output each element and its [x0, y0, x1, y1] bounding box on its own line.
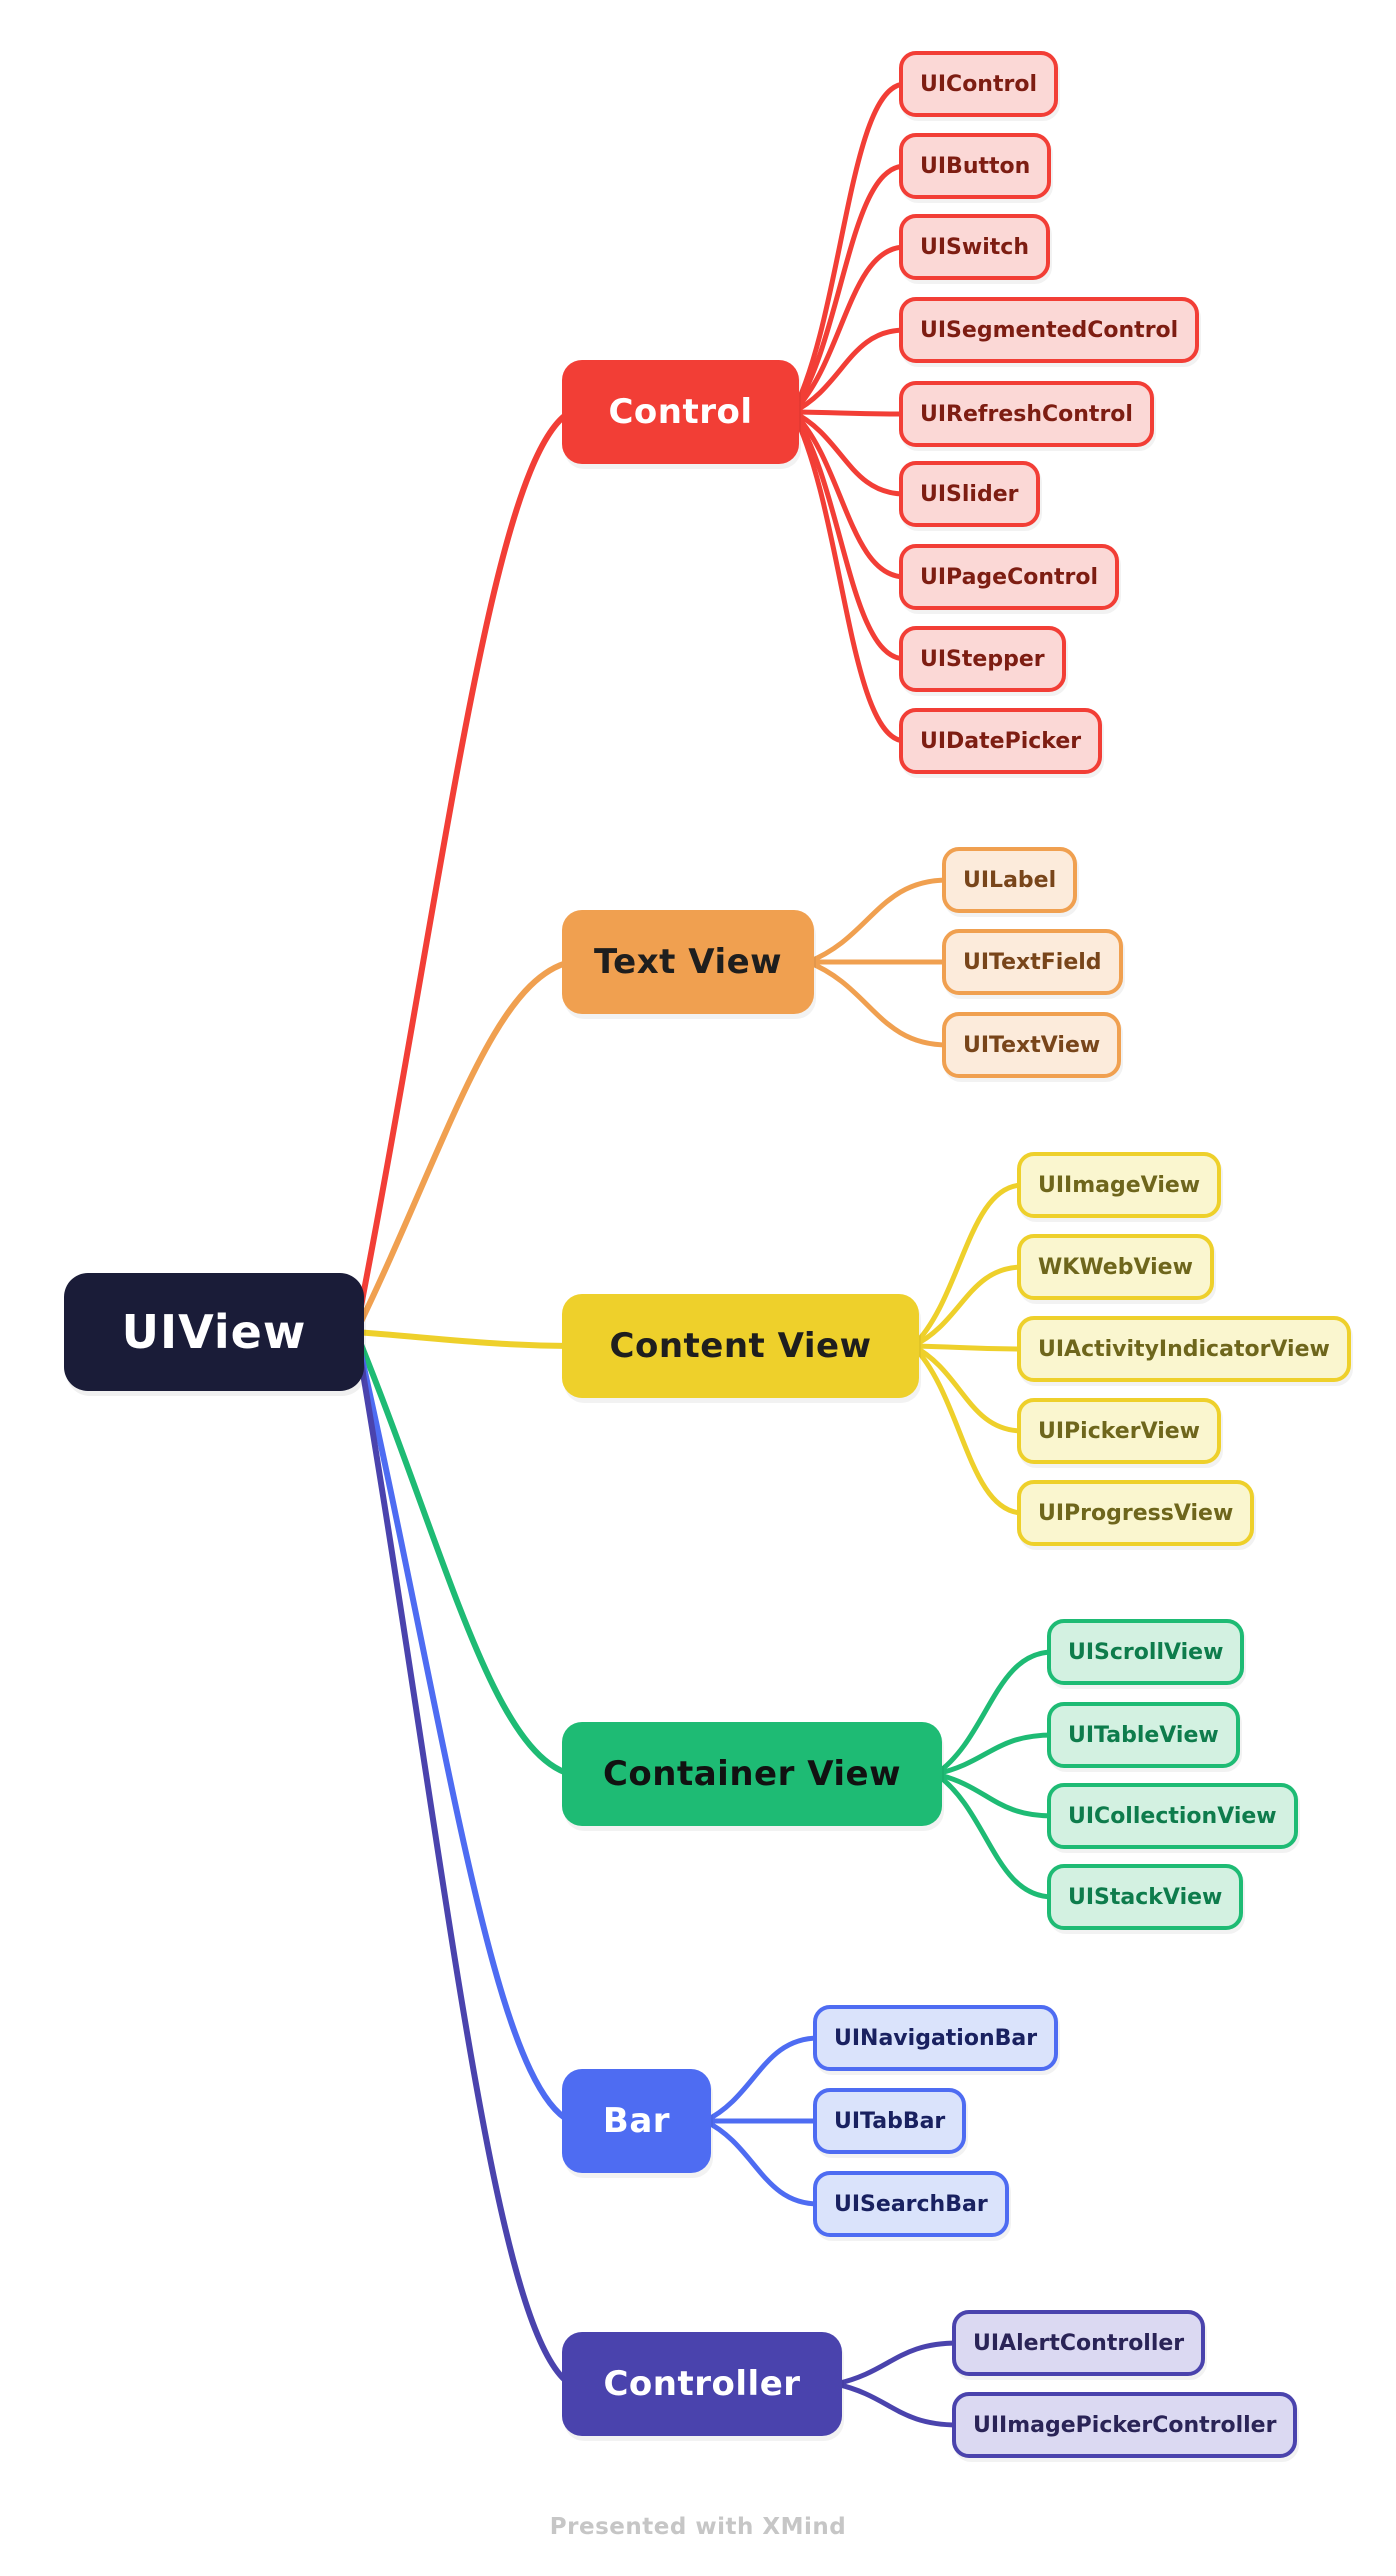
connector-controller-uiimagepickercontroller	[833, 2381, 961, 2428]
connector-content-view-uiimageview	[910, 1182, 1026, 1349]
connector-container-view-uitableview	[933, 1732, 1056, 1777]
subtopic-uisearchbar[interactable]: UISearchBar	[813, 2171, 1009, 2237]
topic-control[interactable]: Control	[562, 360, 799, 464]
root-topic-uiview[interactable]: UIView	[64, 1273, 364, 1391]
subtopic-uicollectionview[interactable]: UICollectionView	[1047, 1783, 1298, 1849]
connector-control-uirefreshcontrol	[790, 409, 908, 417]
connector-control-uipagecontrol	[790, 409, 908, 580]
subtopic-uiimageview[interactable]: UIImageView	[1017, 1152, 1222, 1218]
subtopic-uiactivityindicatorview[interactable]: UIActivityIndicatorView	[1017, 1316, 1351, 1382]
subtopic-uislider[interactable]: UISlider	[899, 461, 1040, 527]
connector-bar-uisearchbar	[702, 2118, 822, 2207]
subtopic-uitextfield[interactable]: UITextField	[942, 929, 1123, 995]
subtopic-uialertcontroller[interactable]: UIAlertController	[952, 2310, 1206, 2376]
connector-control-uislider	[790, 409, 908, 497]
subtopic-uiimagepickercontroller[interactable]: UIImagePickerController	[952, 2392, 1298, 2458]
connector-root-container-view	[353, 1329, 573, 1777]
subtopic-uiswitch[interactable]: UISwitch	[899, 214, 1050, 280]
connector-container-view-uicollectionview	[933, 1771, 1056, 1819]
connector-text-view-uilabel	[805, 877, 951, 965]
connector-root-content-view	[353, 1329, 573, 1349]
connector-content-view-wkwebview	[910, 1264, 1026, 1349]
connector-root-text-view	[353, 959, 573, 1335]
topic-content-view[interactable]: Content View	[562, 1294, 919, 1398]
topic-text-view[interactable]: Text View	[562, 910, 815, 1014]
subtopic-uitextview[interactable]: UITextView	[942, 1012, 1122, 1078]
topic-bar[interactable]: Bar	[562, 2069, 711, 2173]
subtopic-uicontrol[interactable]: UIControl	[899, 51, 1058, 117]
subtopic-uinavigationbar[interactable]: UINavigationBar	[813, 2005, 1059, 2071]
connector-control-uicontrol	[790, 81, 908, 415]
connector-controller-uialertcontroller	[833, 2340, 961, 2387]
connector-content-view-uiactivityindicatorview	[910, 1343, 1026, 1352]
subtopic-uistackview[interactable]: UIStackView	[1047, 1864, 1244, 1930]
subtopic-uitabbar[interactable]: UITabBar	[813, 2088, 967, 2154]
connector-root-controller	[353, 1329, 573, 2387]
connector-container-view-uistackview	[933, 1771, 1056, 1900]
xmind-watermark: Presented with XMind	[549, 2514, 847, 2540]
subtopic-uirefreshcontrol[interactable]: UIRefreshControl	[899, 381, 1154, 447]
connector-content-view-uipickerview	[910, 1343, 1026, 1434]
subtopic-uisegmentedcontrol[interactable]: UISegmentedControl	[899, 297, 1200, 363]
connector-text-view-uitextview	[805, 959, 951, 1048]
topic-container-view[interactable]: Container View	[562, 1722, 942, 1826]
connector-root-bar	[353, 1329, 573, 2124]
connector-control-uiswitch	[790, 244, 908, 415]
subtopic-uiscrollview[interactable]: UIScrollView	[1047, 1619, 1245, 1685]
subtopic-wkwebview[interactable]: WKWebView	[1017, 1234, 1214, 1300]
connector-content-view-uiprogressview	[910, 1343, 1026, 1516]
connector-container-view-uiscrollview	[933, 1649, 1056, 1777]
connector-root-control	[353, 409, 573, 1335]
connector-control-uibutton	[790, 163, 908, 415]
subtopic-uiprogressview[interactable]: UIProgressView	[1017, 1480, 1255, 1546]
subtopic-uistepper[interactable]: UIStepper	[899, 626, 1066, 692]
subtopic-uibutton[interactable]: UIButton	[899, 133, 1052, 199]
subtopic-uitableview[interactable]: UITableView	[1047, 1702, 1240, 1768]
connector-bar-uinavigationbar	[702, 2035, 822, 2124]
subtopic-uilabel[interactable]: UILabel	[942, 847, 1078, 913]
connector-control-uisegmentedcontrol	[790, 327, 908, 415]
subtopic-uipagecontrol[interactable]: UIPageControl	[899, 544, 1120, 610]
connector-control-uistepper	[790, 409, 908, 662]
subtopic-uidatepicker[interactable]: UIDatePicker	[899, 708, 1103, 774]
connector-control-uidatepicker	[790, 409, 908, 744]
topic-controller[interactable]: Controller	[562, 2332, 842, 2436]
subtopic-uipickerview[interactable]: UIPickerView	[1017, 1398, 1221, 1464]
